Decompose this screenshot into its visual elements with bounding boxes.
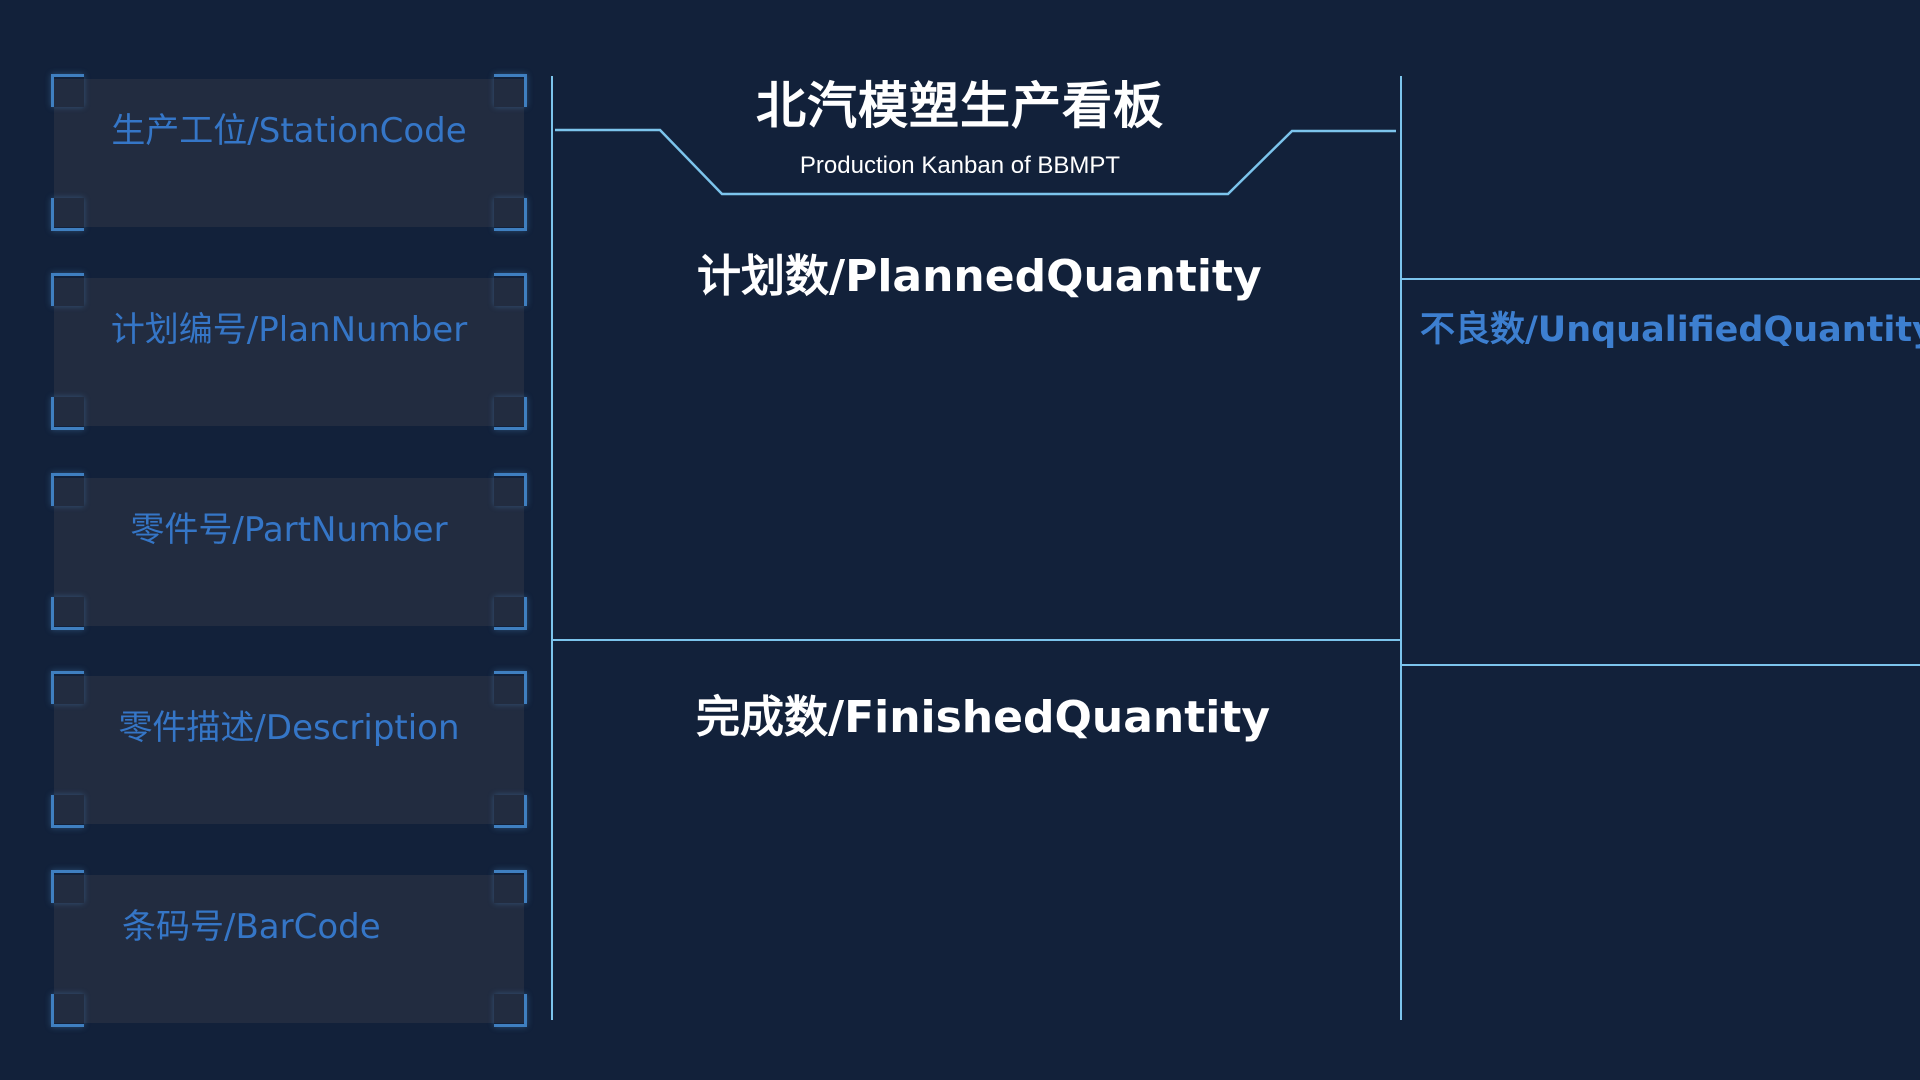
unqualified-quantity-label: 不良数/UnqualifiedQuantity — [1420, 310, 1920, 350]
corner-bracket-bottom-right — [494, 198, 527, 231]
page-title: 北汽模塑生产看板 — [756, 77, 1164, 135]
part-number-label: 零件号/PartNumber — [130, 510, 448, 550]
corner-bracket-bottom-left — [51, 795, 84, 828]
corner-bracket-top-left — [51, 74, 84, 107]
barcode-label: 条码号/BarCode — [122, 907, 381, 947]
description-label: 零件描述/Description — [118, 708, 460, 748]
corner-bracket-bottom-left — [51, 994, 84, 1027]
description-card: 零件描述/Description — [51, 671, 527, 828]
page-subtitle: Production Kanban of BBMPT — [799, 152, 1121, 179]
corner-bracket-bottom-right — [494, 994, 527, 1027]
corner-bracket-bottom-left — [51, 597, 84, 630]
corner-bracket-bottom-right — [494, 795, 527, 828]
right-top-divider — [1400, 278, 1920, 280]
corner-bracket-top-right — [494, 870, 527, 903]
corner-bracket-top-right — [494, 473, 527, 506]
corner-bracket-top-right — [494, 671, 527, 704]
corner-bracket-bottom-right — [494, 397, 527, 430]
corner-bracket-top-left — [51, 671, 84, 704]
plan-number-label: 计划编号/PlanNumber — [110, 310, 468, 350]
corner-bracket-bottom-right — [494, 597, 527, 630]
corner-bracket-bottom-left — [51, 198, 84, 231]
plan-number-card: 计划编号/PlanNumber — [51, 273, 527, 430]
station-code-label: 生产工位/StationCode — [111, 111, 467, 151]
corner-bracket-top-left — [51, 870, 84, 903]
left-divider-line — [551, 76, 553, 1020]
corner-bracket-top-right — [494, 74, 527, 107]
finished-quantity-label: 完成数/FinishedQuantity — [696, 692, 1271, 743]
corner-bracket-top-left — [51, 473, 84, 506]
corner-bracket-top-right — [494, 273, 527, 306]
right-bottom-divider — [1400, 664, 1920, 666]
station-code-card: 生产工位/StationCode — [51, 74, 527, 231]
barcode-card: 条码号/BarCode — [51, 870, 527, 1027]
center-horizontal-divider — [551, 639, 1402, 641]
corner-bracket-bottom-left — [51, 397, 84, 430]
right-divider-line — [1400, 76, 1402, 1020]
planned-quantity-label: 计划数/PlannedQuantity — [697, 251, 1262, 302]
corner-bracket-top-left — [51, 273, 84, 306]
part-number-card: 零件号/PartNumber — [51, 473, 527, 630]
